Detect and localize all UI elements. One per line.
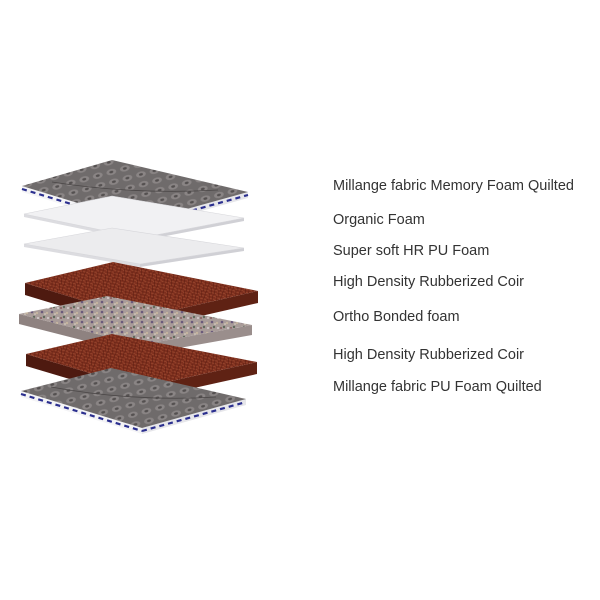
layer-label-bonded-foam: Ortho Bonded foam [333, 309, 460, 325]
hr-pu-foam-layer-top-face [23, 227, 245, 265]
layer-label-organic-foam: Organic Foam [333, 212, 425, 228]
top-quilt-layer-stitch-line [51, 181, 219, 192]
hr-pu-foam-layer-front-right-face [140, 248, 244, 267]
bottom-quilt-layer-top-face [21, 368, 246, 428]
layer-label-bottom-quilt: Millange fabric PU Foam Quilted [333, 379, 542, 395]
coir-upper-layer-top-face [25, 262, 258, 318]
bottom-quilt-layer-front-right-face [142, 399, 246, 434]
hr-pu-foam-layer-front-left-face [24, 244, 140, 267]
bottom-quilt-layer-piping-left [20, 392, 143, 433]
layer-label-coir-upper: High Density Rubberized Coir [333, 274, 524, 290]
bottom-quilt-layer-stitch-line [50, 386, 217, 399]
bottom-quilt-layer [20, 368, 247, 434]
coir-lower-layer-top-face [26, 334, 257, 388]
layer-label-coir-lower: High Density Rubberized Coir [333, 347, 524, 363]
organic-foam-layer-front-right-face [140, 218, 244, 241]
layer-label-top-quilt: Millange fabric Memory Foam Quilted [333, 178, 574, 194]
top-quilt-layer-top-face [22, 160, 248, 222]
layer-label-hr-pu-foam: Super soft HR PU Foam [333, 243, 490, 259]
hr-pu-foam-layer [23, 227, 245, 267]
bonded-foam-layer-top-face [19, 296, 252, 345]
